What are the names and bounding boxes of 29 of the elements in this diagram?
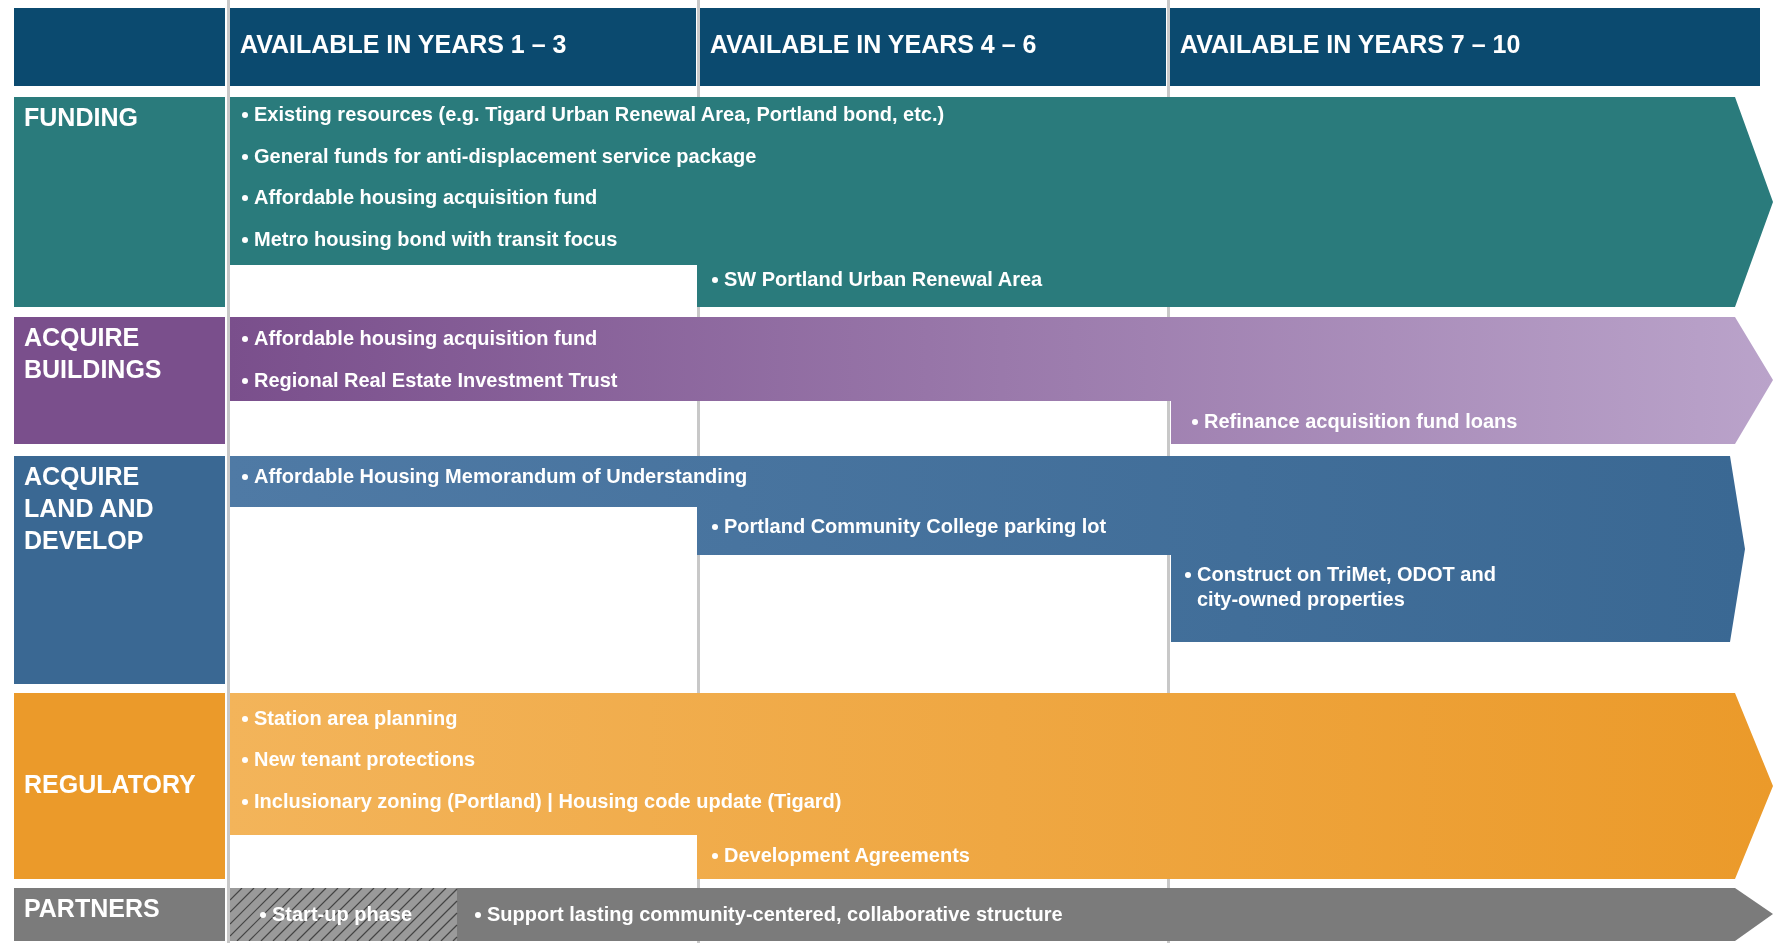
bullet-text: Regional Real Estate Investment Trust [254, 368, 618, 393]
bullet-text: SW Portland Urban Renewal Area [724, 267, 1043, 292]
column-header: AVAILABLE IN YEARS 7 – 10 [1170, 8, 1760, 86]
row-header: REGULATORY [14, 693, 225, 879]
row-header: FUNDING [14, 97, 225, 307]
bullet-text: General funds for anti-displacement service package [254, 144, 757, 169]
bullet-text: Portland Community College parking lot [724, 514, 1107, 539]
arrow-band [230, 888, 1773, 941]
bullet-text: Refinance acquisition fund loans [1204, 409, 1518, 434]
arrow-band [230, 317, 1773, 444]
bullet-text: Existing resources (e.g. Tigard Urban Renewal Area, Portland bond, etc.) [254, 102, 945, 127]
column-header: AVAILABLE IN YEARS 1 – 3 [230, 8, 696, 86]
bullet-text: Support lasting community-centered, collaborative structure [487, 902, 1063, 927]
bullet-text: Affordable Housing Memorandum of Understanding [254, 464, 748, 489]
bullet-text: Inclusionary zoning (Portland) | Housing code update (Tigard) [254, 789, 842, 814]
bullet-text: Affordable housing acquisition fund [254, 326, 598, 351]
bullet-text: Affordable housing acquisition fund [254, 185, 598, 210]
column-header: AVAILABLE IN YEARS 4 – 6 [700, 8, 1166, 86]
bullet-text: New tenant protections [254, 747, 476, 772]
arrow-band [230, 97, 1773, 307]
bullet-text: Station area planning [254, 706, 458, 731]
row-header: ACQUIRE LAND AND DEVELOP [14, 456, 225, 684]
bullet-text: Metro housing bond with transit focus [254, 227, 618, 252]
bullet-text: Construct on TriMet, ODOT and city-owned properties [1197, 562, 1497, 612]
arrow-band [230, 456, 1745, 642]
row-header: PARTNERS [14, 888, 225, 941]
bullet-text: Development Agreements [724, 843, 970, 868]
row-header: ACQUIRE BUILDINGS [14, 317, 225, 444]
arrow-band [230, 693, 1773, 879]
